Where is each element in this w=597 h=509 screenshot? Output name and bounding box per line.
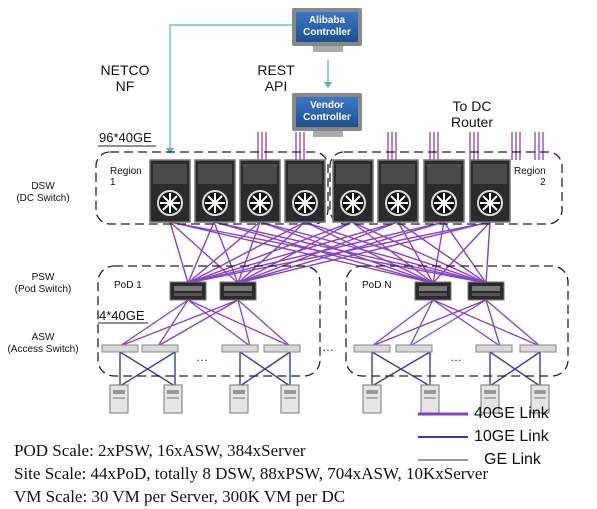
region1-box (95, 151, 329, 225)
asw-switches (101, 344, 557, 353)
nf-line: NF (115, 78, 135, 94)
api-line: API (264, 78, 288, 94)
dsw-switch (423, 159, 465, 223)
server (480, 384, 500, 414)
psw-switches (169, 281, 505, 301)
region1-label: Region 1 (110, 166, 142, 188)
psw-name: PSW (31, 272, 55, 283)
vendor-controller-label: Vendor Controller (303, 100, 351, 123)
netco-nf-arrow (166, 148, 174, 154)
psw-switch (219, 281, 257, 301)
psw-switch (169, 281, 207, 301)
asw-switch (353, 344, 391, 353)
legend-40ge-label: 40GE Link (474, 405, 549, 422)
router-line: Router (450, 114, 494, 130)
pod-link-count-label: 4*40GE (99, 308, 145, 323)
asw-name: ASW (31, 332, 55, 343)
asw-switch (263, 344, 301, 353)
ellipsis-between-pods: … (322, 340, 334, 354)
dsw-switch (377, 159, 419, 223)
psw-description: (Pod Switch) (14, 284, 72, 295)
dsw-description: (DC Switch) (16, 193, 70, 204)
asw-switch (395, 344, 433, 353)
server (530, 384, 550, 414)
server (109, 384, 129, 414)
dsw-switch (284, 159, 326, 223)
asw-switch (141, 344, 179, 353)
podn-box (345, 265, 569, 377)
vendor-controller-stand (313, 131, 343, 137)
rest-api-label: REST API (254, 62, 298, 94)
dsw-name: DSW (31, 181, 55, 192)
region1-word: Region (110, 166, 142, 177)
region2-number: 2 (540, 177, 546, 188)
dsw-switch (469, 159, 511, 223)
to-dc-router-label: To DC Router (442, 98, 502, 130)
region2-label: Region 2 (514, 166, 546, 188)
dsw-switches (149, 159, 511, 223)
psw-tier-label: PSW (Pod Switch) (6, 272, 80, 296)
dc-router-uplinks (257, 132, 544, 160)
psw-switch (467, 281, 505, 301)
legend-10ge-label: 10GE Link (474, 428, 549, 445)
ellipsis-pod1: … (196, 350, 208, 364)
asw-switch (519, 344, 557, 353)
pod-scale-note: POD Scale: 2xPSW, 16xASW, 384xServer (14, 441, 306, 460)
dsw-switch (149, 159, 191, 223)
vendor-controller: Vendor Controller (292, 93, 362, 131)
pod1-box (97, 265, 321, 377)
server (229, 384, 249, 414)
netco-line: NETCO (100, 62, 150, 78)
uplink-count-label: 96*40GE (99, 130, 152, 145)
region2-box (329, 151, 563, 225)
site-scale-note: Site Scale: 44xPoD, totally 8 DSW, 88xPS… (14, 464, 489, 483)
asw-switch (475, 344, 513, 353)
psw-switch (414, 281, 452, 301)
ellipsis-podn: … (450, 350, 462, 364)
netco-nf-label: NETCO NF (96, 62, 154, 94)
dsw-switch (239, 159, 281, 223)
server (362, 384, 382, 414)
asw-server-links (119, 351, 541, 387)
dsw-psw-mesh (169, 221, 491, 284)
asw-description: (Access Switch) (7, 344, 79, 355)
region1-number: 1 (110, 177, 116, 188)
asw-switch (221, 344, 259, 353)
rest-line: REST (257, 62, 295, 78)
podn-label: PoD N (362, 280, 392, 291)
dsw-switch (332, 159, 374, 223)
vm-scale-note: VM Scale: 30 VM per Server, 300K VM per … (14, 487, 346, 506)
legend-ge-label: GE Link (484, 451, 541, 468)
alibaba-controller: Alibaba Controller (292, 8, 362, 46)
asw-switch (101, 344, 139, 353)
alibaba-controller-stand (313, 46, 343, 52)
server (163, 384, 183, 414)
region2-word: Region (514, 166, 546, 177)
dsw-switch (194, 159, 236, 223)
server (420, 384, 440, 414)
alibaba-controller-label: Alibaba Controller (303, 15, 351, 38)
rest-api-arrow (324, 82, 332, 88)
dsw-tier-label: DSW (DC Switch) (6, 181, 80, 205)
psw-asw-links (119, 299, 541, 347)
asw-tier-label: ASW (Access Switch) (2, 332, 84, 356)
to-dc-line: To DC (452, 98, 492, 114)
pod1-label: PoD 1 (114, 280, 142, 291)
servers (109, 384, 550, 414)
server (280, 384, 300, 414)
netco-nf-link (169, 24, 292, 150)
